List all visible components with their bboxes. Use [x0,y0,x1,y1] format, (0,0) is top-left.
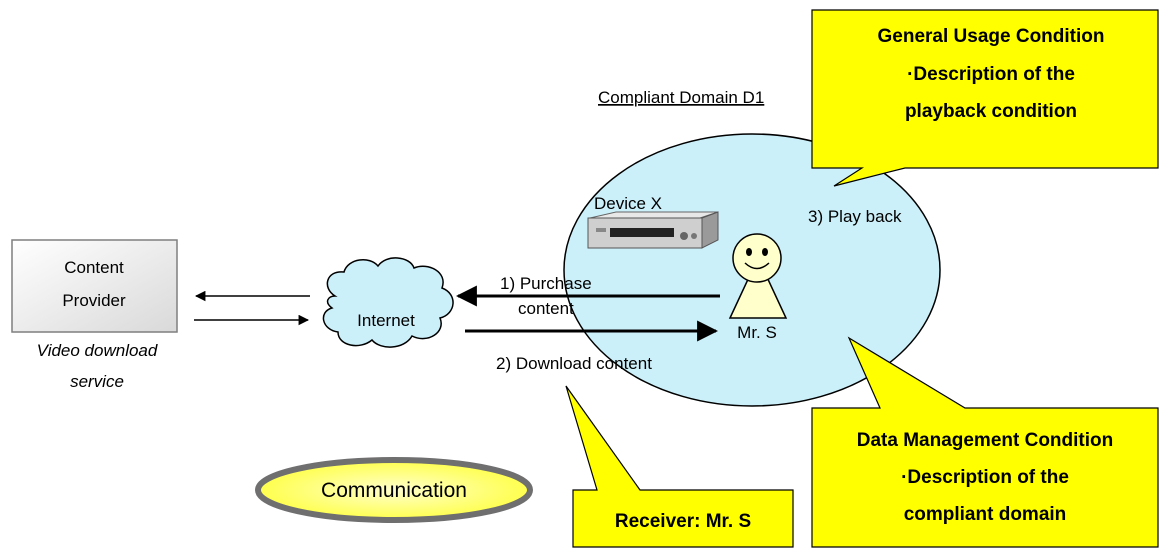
video-recorder-icon [587,211,719,249]
person-label: Mr. S [737,323,777,342]
general-usage-line3: playback condition [905,101,1077,122]
general-usage-callout [811,9,1159,187]
data-management-callout [811,336,1159,548]
general-usage-title: General Usage Condition [878,26,1105,47]
content-provider-box [11,239,178,333]
content-provider-line2: Provider [62,291,126,310]
data-management-title: Data Management Condition [857,430,1114,451]
service-line1: Video download [37,341,158,360]
content-provider-line1: Content [64,258,124,277]
data-management-line3: compliant domain [904,504,1067,525]
data-management-line2: ·Description of the [901,467,1069,488]
step-purchase-line2: content [518,299,574,318]
step-download: 2) Download content [496,354,652,373]
internet-label: Internet [357,311,415,330]
person-icon [728,233,788,319]
general-usage-line2: ·Description of the [907,64,1075,85]
service-line2: service [70,372,124,391]
domain-label: Compliant Domain D1 [598,88,764,107]
receiver-label: Receiver: Mr. S [615,511,751,532]
step-playback: 3) Play back [808,207,902,226]
receiver-callout [565,385,794,548]
communication-ellipse [255,457,533,523]
step-purchase-line1: 1) Purchase [500,274,592,293]
device-label: Device X [594,194,662,213]
internet-cloud-icon [322,257,454,348]
communication-label: Communication [321,479,467,502]
